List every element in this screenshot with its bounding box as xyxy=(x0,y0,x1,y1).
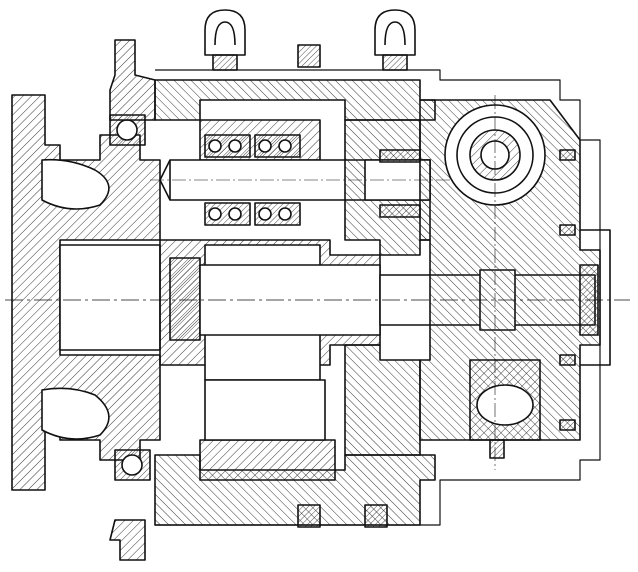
lifting-eye-left xyxy=(204,9,246,56)
right-gear-bearing-2 xyxy=(379,204,421,218)
breather-plug xyxy=(297,44,321,68)
right-planet-stage-lower xyxy=(344,344,421,456)
lifting-eye-right xyxy=(374,9,416,56)
lower-gear-inner xyxy=(204,379,326,441)
lower-bore-cutout xyxy=(41,387,110,440)
drain-plug-1 xyxy=(297,504,321,528)
upper-housing xyxy=(154,79,436,121)
upper-bore-cutout xyxy=(41,158,110,210)
upper-bracket xyxy=(109,39,156,121)
drain-plug-2 xyxy=(364,504,388,528)
central-bore xyxy=(59,244,161,351)
lower-gear-row xyxy=(199,439,336,481)
right-gear-bearing-1 xyxy=(379,149,421,163)
right-end-cap xyxy=(580,229,611,366)
sun-shaft-left xyxy=(169,257,201,341)
lower-bracket xyxy=(109,519,146,561)
housing-outline xyxy=(155,69,601,526)
